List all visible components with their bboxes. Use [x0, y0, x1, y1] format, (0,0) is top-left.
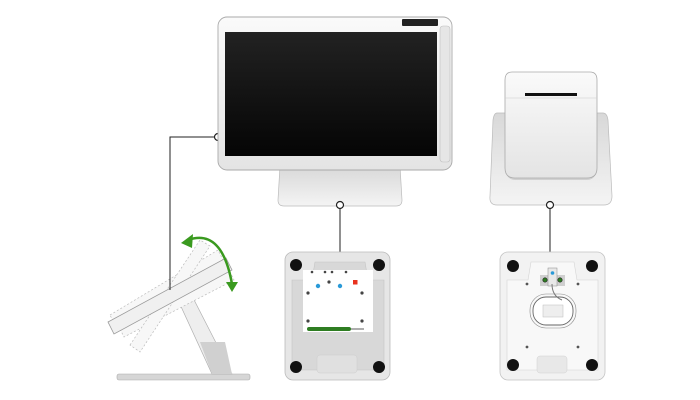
rubber-foot	[290, 361, 302, 373]
tilt-stand	[107, 234, 251, 381]
rubber-foot	[290, 259, 302, 271]
card-reader-slot	[402, 19, 438, 26]
port-blue	[315, 283, 321, 289]
green-cable	[307, 327, 351, 331]
port-green	[557, 277, 563, 283]
label-plate	[316, 354, 358, 374]
port-panel	[303, 270, 373, 332]
stand-pillar-shade	[200, 342, 232, 374]
stand-foot	[116, 373, 251, 381]
tilted-display-profile	[107, 257, 233, 335]
arrow-up-icon	[181, 234, 193, 248]
arrow-down-icon	[226, 282, 238, 292]
printer-base-bottom-view	[499, 251, 606, 381]
tilt-stand-callout	[169, 136, 218, 290]
printer-unit	[489, 71, 613, 206]
rubber-foot	[586, 359, 598, 371]
callout-dot	[335, 200, 345, 210]
port-red	[353, 280, 358, 285]
display-unit	[217, 16, 453, 207]
display-base-bottom-view	[284, 251, 391, 381]
rubber-foot	[586, 260, 598, 272]
rubber-foot	[507, 260, 519, 272]
label-plate	[536, 355, 568, 374]
rubber-foot	[507, 359, 519, 371]
side-bezel	[439, 25, 451, 163]
port-blue	[337, 283, 343, 289]
callout-dot	[545, 200, 555, 210]
display-base	[277, 165, 403, 207]
paper-slot	[525, 93, 577, 96]
tilt-arc	[187, 236, 234, 285]
rubber-foot	[373, 361, 385, 373]
port-blue	[550, 271, 555, 275]
printer-body	[504, 71, 598, 179]
display-screen	[225, 32, 437, 156]
port-green	[542, 277, 548, 283]
rubber-foot	[373, 259, 385, 271]
